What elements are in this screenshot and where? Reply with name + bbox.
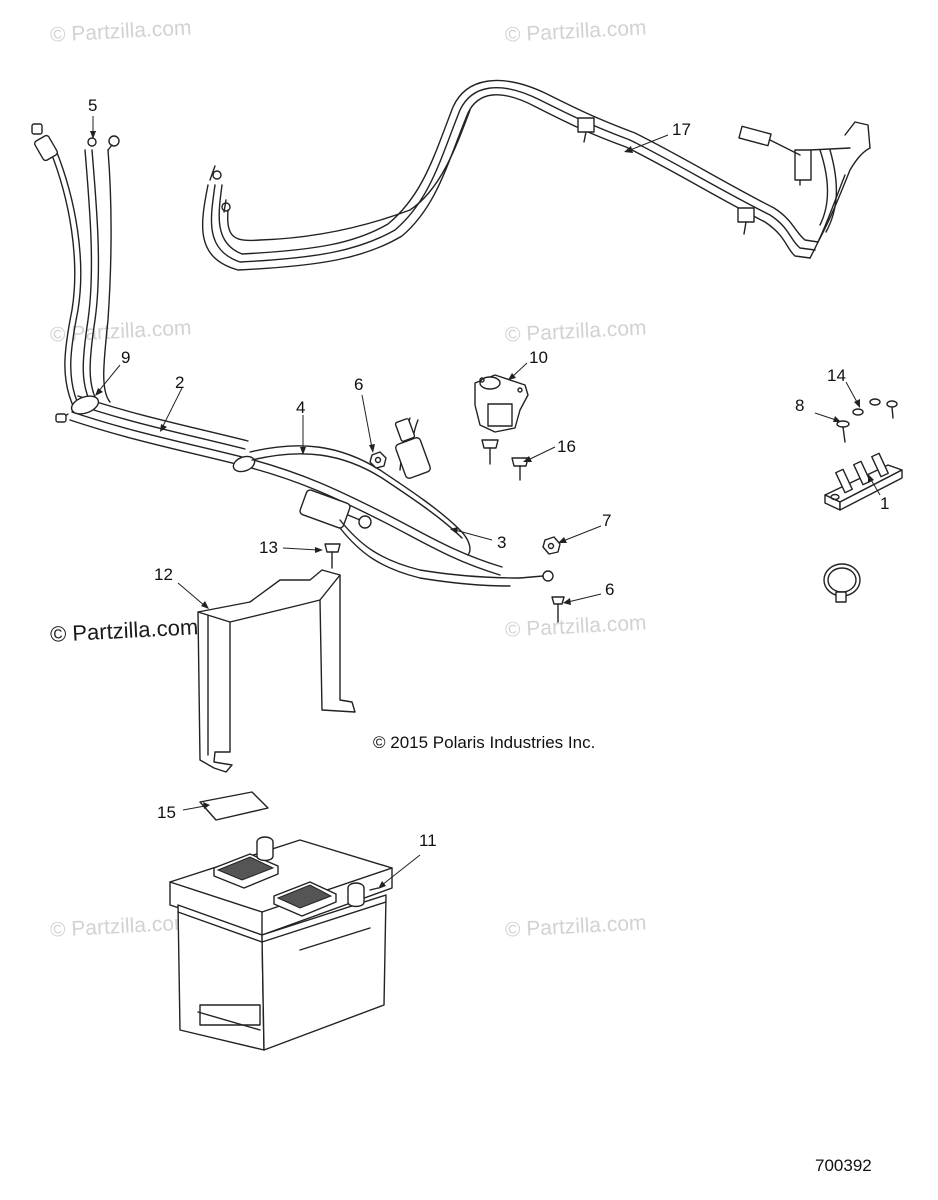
- callout-1: 1: [880, 494, 890, 513]
- part-7-nut: [542, 536, 561, 555]
- callout-11: 11: [419, 831, 437, 850]
- part-13-bolt: [324, 543, 341, 569]
- part-1-terminal-block: [824, 452, 903, 511]
- callout-9: 9: [121, 348, 131, 367]
- part-10-relay: [474, 374, 529, 433]
- callout-2: 2: [175, 373, 185, 392]
- part-17-harness: [201, 79, 871, 271]
- part-16-bolts: [481, 439, 529, 481]
- part-15-pad: [199, 791, 269, 821]
- callout-14: 14: [827, 366, 846, 385]
- callout-6-top: 5: [88, 96, 98, 115]
- callout-6-middle: 6: [354, 375, 364, 394]
- diagram-number: 700392: [815, 1156, 872, 1175]
- part-5-stud: [551, 596, 565, 623]
- hose-clamp: [823, 563, 861, 603]
- callout-16: 16: [557, 437, 576, 456]
- callout-17: 17: [672, 120, 691, 139]
- callout-15: 15: [157, 803, 176, 822]
- part-12-bracket: [197, 569, 356, 773]
- part-11-battery: [169, 836, 393, 1051]
- callout-5: 6: [605, 580, 615, 599]
- callout-7: 7: [602, 511, 612, 530]
- callout-10: 10: [529, 348, 548, 367]
- callout-4: 4: [296, 398, 306, 417]
- leader-lines: [90, 116, 881, 889]
- part-6-nut: [369, 451, 387, 469]
- callout-8: 8: [795, 396, 805, 415]
- callout-12: 12: [154, 565, 173, 584]
- part-2-main-harness: [31, 123, 554, 587]
- part-8-screw: [836, 420, 850, 443]
- callout-3: 3: [497, 533, 507, 552]
- part-14-nuts: [852, 398, 898, 419]
- callout-13: 13: [259, 538, 278, 557]
- copyright-notice: © 2015 Polaris Industries Inc.: [373, 733, 596, 752]
